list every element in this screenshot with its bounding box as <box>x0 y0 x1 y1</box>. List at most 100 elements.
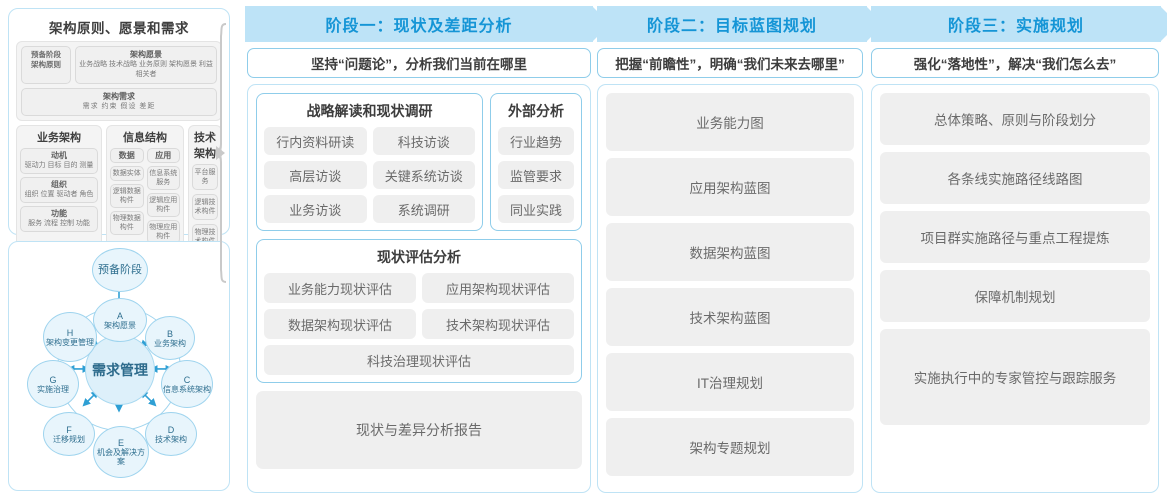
architecture-framework-panel: 架构原则、愿景和需求 预备阶段 架构原则 架构愿景 业务战略 技术战略 业务原则… <box>8 8 230 310</box>
phase2-item-application-blueprint[interactable]: 应用架构蓝图 <box>606 158 854 216</box>
vision-title: 架构愿景 <box>130 50 162 59</box>
logical-application-component: 逻辑应用构件 <box>146 193 180 217</box>
phase-1-column: 战略解读和现状调研 行内资料研读 高层访谈 业务访谈 科技访谈 关键系统访谈 系… <box>247 84 591 493</box>
phase-header-1[interactable]: 阶段一：现状及差距分析 <box>245 6 610 42</box>
adm-e-letter: E <box>117 438 124 448</box>
adm-center-label: 需求管理 <box>92 362 148 378</box>
adm-d-letter: D <box>167 424 175 435</box>
research-title: 战略解读和现状调研 <box>306 103 433 119</box>
adm-node-e: E 机会及解决方案 <box>93 426 149 478</box>
phase-subtitle-2: 把握“前瞻性”，明确“我们未来去哪里” <box>597 48 863 78</box>
adm-node-g: G 实施治理 <box>27 360 79 408</box>
left-column: 架构原则、愿景和需求 预备阶段 架构原则 架构愿景 业务战略 技术战略 业务原则… <box>8 8 230 491</box>
phase2-item-business-capability-map[interactable]: 业务能力图 <box>606 93 854 151</box>
information-system-service: 信息系统服务 <box>146 166 180 190</box>
business-item-motivation: 动机 驱动力 目标 目的 测量 <box>20 148 98 174</box>
phase-subtitle-2-label: 把握“前瞻性”，明确“我们未来去哪里” <box>615 57 845 72</box>
phase-header-3-label: 阶段三：实施规划 <box>947 18 1084 35</box>
phase2-item-data-blueprint[interactable]: 数据架构蓝图 <box>606 223 854 281</box>
phase2-item-architecture-topic-plan[interactable]: 架构专题规划 <box>606 418 854 476</box>
adm-g-letter: G <box>49 374 57 385</box>
research-item-key-system-interview[interactable]: 关键系统访谈 <box>372 161 475 189</box>
adm-node-c: C 信息系统架构 <box>161 360 213 408</box>
phase-header-2-label: 阶段二：目标蓝图规划 <box>646 18 817 35</box>
phases-region: 阶段一：现状及差距分析 阶段二：目标蓝图规划 阶段三：实施规划 坚持“问题论”，… <box>245 6 1167 493</box>
adm-b-label: 业务架构 <box>154 338 186 348</box>
information-structure-title: 信息结构 <box>123 132 167 144</box>
phase-subtitle-1-label: 坚持“问题论”，分析我们当前在哪里 <box>311 57 527 72</box>
prep-stage-box: 预备阶段 架构原则 <box>21 46 71 84</box>
phase-headers-row: 阶段一：现状及差距分析 阶段二：目标蓝图规划 阶段三：实施规划 <box>245 6 1167 42</box>
adm-node-b: B 业务架构 <box>145 316 195 360</box>
research-panel: 战略解读和现状调研 行内资料研读 高层访谈 业务访谈 科技访谈 关键系统访谈 系… <box>256 93 483 231</box>
prep-line1: 预备阶段 <box>31 50 61 59</box>
architecture-domains-row: 业务架构 动机 驱动力 目标 目的 测量 组织 组织 位置 驱动者 角色 功能 … <box>16 125 222 258</box>
research-col-right: 科技访谈 关键系统访谈 系统调研 <box>372 127 475 223</box>
business-item-organization: 组织 组织 位置 驱动者 角色 <box>20 177 98 203</box>
phase2-item-list: 业务能力图 应用架构蓝图 数据架构蓝图 技术架构蓝图 IT治理规划 架构专题规划 <box>606 93 854 484</box>
adm-node-d: D 技术架构 <box>145 412 197 456</box>
research-item-internal-docs[interactable]: 行内资料研读 <box>264 127 367 155</box>
motivation-sub: 驱动力 目标 目的 测量 <box>24 162 94 169</box>
phase2-item-technology-blueprint[interactable]: 技术架构蓝图 <box>606 288 854 346</box>
assessment-row-2: 数据架构现状评估 技术架构现状评估 <box>264 309 574 339</box>
requirements-title: 架构需求 <box>103 92 135 101</box>
logical-data-component: 逻辑数据构件 <box>110 184 144 208</box>
adm-node-f: F 迁移规划 <box>43 412 95 456</box>
framework-title: 架构原则、愿景和需求 <box>49 21 189 36</box>
phase-subtitles-row: 坚持“问题论”，分析我们当前在哪里 把握“前瞻性”，明确“我们未来去哪里” 强化… <box>245 48 1161 78</box>
assessment-row-1: 业务能力现状评估 应用架构现状评估 <box>264 273 574 303</box>
phase3-item-program-path[interactable]: 项目群实施路径与重点工程提炼 <box>880 211 1150 263</box>
external-item-regulatory[interactable]: 监管要求 <box>498 161 574 189</box>
prep-line2: 架构原则 <box>31 60 61 69</box>
external-item-industry-trend[interactable]: 行业趋势 <box>498 127 574 155</box>
assessment-item-business-capability[interactable]: 业务能力现状评估 <box>264 273 416 303</box>
phase-2-column: 业务能力图 应用架构蓝图 数据架构蓝图 技术架构蓝图 IT治理规划 架构专题规划 <box>597 84 863 493</box>
business-architecture-group: 业务架构 动机 驱动力 目标 目的 测量 组织 组织 位置 驱动者 角色 功能 … <box>16 125 102 258</box>
phase-header-1-label: 阶段一：现状及差距分析 <box>325 18 513 35</box>
research-item-tech-interview[interactable]: 科技访谈 <box>372 127 475 155</box>
adm-b-letter: B <box>166 328 173 339</box>
information-structure-group: 信息结构 数据 数据实体 逻辑数据构件 物理数据构件 应用 信息系统服务 逻辑应… <box>106 125 184 258</box>
principles-vision-group: 预备阶段 架构原则 架构愿景 业务战略 技术战略 业务原则 架构愿景 利益相关者… <box>16 41 222 121</box>
phase-subtitle-3-label: 强化“落地性”，解决“我们怎么去” <box>913 57 1117 72</box>
business-item-function: 功能 服务 流程 控制 功能 <box>20 206 98 232</box>
assessment-item-technology-arch[interactable]: 技术架构现状评估 <box>422 309 574 339</box>
function-head: 功能 <box>51 209 67 218</box>
adm-f-letter: F <box>66 424 72 435</box>
phase-subtitle-1: 坚持“问题论”，分析我们当前在哪里 <box>247 48 591 78</box>
phase3-item-overall-strategy[interactable]: 总体策略、原则与阶段划分 <box>880 93 1150 145</box>
phase3-item-list: 总体策略、原则与阶段划分 各条线实施路径线路图 项目群实施路径与重点工程提炼 保… <box>880 93 1150 484</box>
organization-head: 组织 <box>51 180 67 189</box>
data-subcolumn: 数据 数据实体 逻辑数据构件 物理数据构件 <box>110 148 144 247</box>
assessment-item-application-arch[interactable]: 应用架构现状评估 <box>422 273 574 303</box>
research-item-exec-interview[interactable]: 高层访谈 <box>264 161 367 189</box>
phase1-report-box[interactable]: 现状与差异分析报告 <box>256 391 582 469</box>
phase3-item-line-roadmap[interactable]: 各条线实施路径线路图 <box>880 152 1150 204</box>
adm-c-label: 信息系统架构 <box>163 384 211 394</box>
data-entity: 数据实体 <box>110 166 144 181</box>
phase-header-2[interactable]: 阶段二：目标蓝图规划 <box>597 6 884 42</box>
phase3-item-expert-tracking[interactable]: 实施执行中的专家管控与跟踪服务 <box>880 329 1150 425</box>
adm-d-label: 技术架构 <box>155 434 187 444</box>
phase2-item-it-governance-plan[interactable]: IT治理规划 <box>606 353 854 411</box>
external-analysis-panel: 外部分析 行业趋势 监管要求 同业实践 <box>490 93 582 231</box>
adm-prep-label: 预备阶段 <box>98 263 142 276</box>
phase-3-column: 总体策略、原则与阶段划分 各条线实施路径线路图 项目群实施路径与重点工程提炼 保… <box>871 84 1159 493</box>
phase-subtitle-3: 强化“落地性”，解决“我们怎么去” <box>871 48 1159 78</box>
adm-f-label: 迁移规划 <box>53 434 85 444</box>
research-col-left: 行内资料研读 高层访谈 业务访谈 <box>264 127 367 223</box>
platform-service: 平台服务 <box>192 164 218 190</box>
assessment-item-tech-governance[interactable]: 科技治理现状评估 <box>264 345 574 375</box>
research-item-system-survey[interactable]: 系统调研 <box>372 195 475 223</box>
external-item-peer-practice[interactable]: 同业实践 <box>498 195 574 223</box>
research-item-business-interview[interactable]: 业务访谈 <box>264 195 367 223</box>
phase-header-3[interactable]: 阶段三：实施规划 <box>871 6 1167 42</box>
adm-h-letter: H <box>66 327 74 338</box>
phase-columns: 战略解读和现状调研 行内资料研读 高层访谈 业务访谈 科技访谈 关键系统访谈 系… <box>245 84 1161 493</box>
assessment-item-data-arch[interactable]: 数据架构现状评估 <box>264 309 416 339</box>
phase3-item-safeguard-plan[interactable]: 保障机制规划 <box>880 270 1150 322</box>
architecture-requirements-box: 架构需求 需求 约束 假设 差距 <box>21 88 217 116</box>
adm-g-label: 实施治理 <box>37 384 69 394</box>
